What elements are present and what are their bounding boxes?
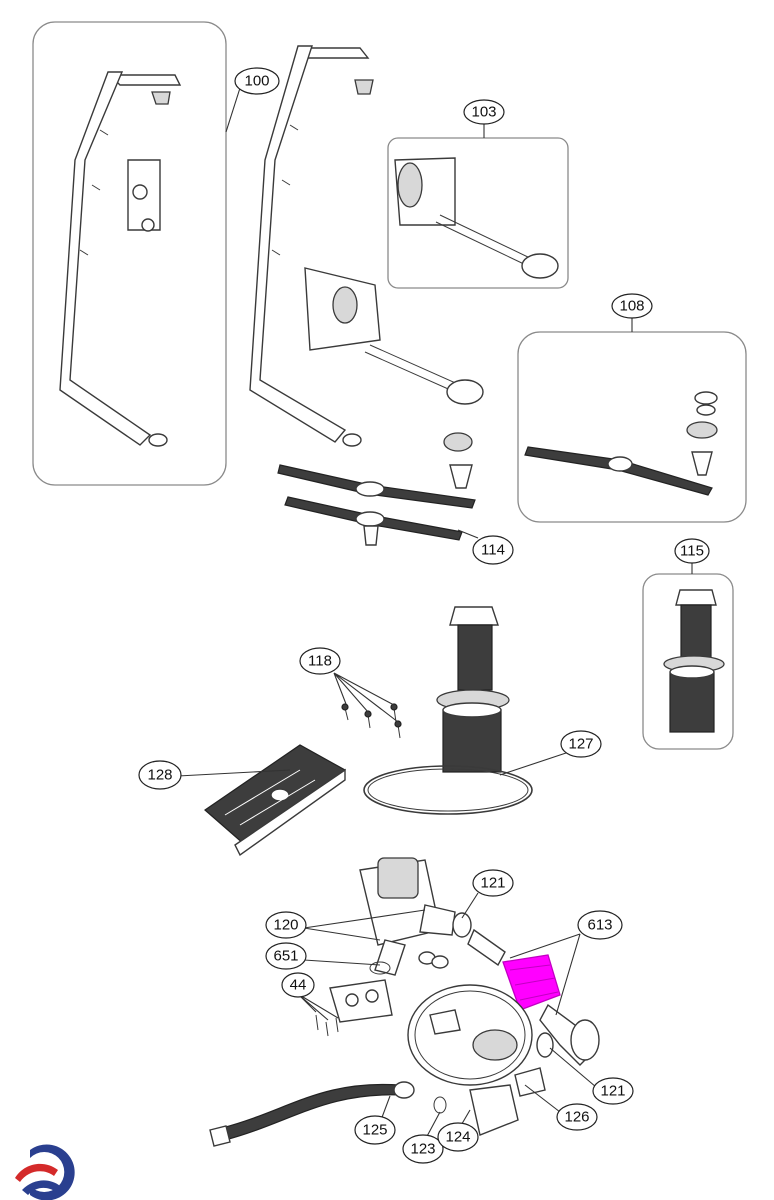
pump-hoses-and-seals [418, 912, 506, 969]
drain-elbow-hose [536, 1003, 600, 1066]
group-frame-103 [387, 137, 569, 289]
callout-613: 613 [577, 910, 623, 940]
callout-121-bottom: 121 [592, 1077, 634, 1105]
callout-123: 123 [402, 1134, 444, 1164]
main-filter-assembly [363, 606, 533, 815]
filter-kit-115 [663, 589, 725, 733]
upper-spray-pipe-assembly [59, 71, 182, 447]
circulation-pump-motor [359, 857, 456, 976]
group-frame-115 [642, 573, 734, 750]
callout-108-label: 108 [619, 298, 644, 315]
upper-manifold-hose [304, 267, 484, 489]
sump-assembly [407, 984, 546, 1097]
callout-120: 120 [265, 911, 307, 939]
callout-127: 127 [560, 730, 602, 758]
screws-118 [341, 703, 402, 739]
group-frame-100 [32, 21, 227, 486]
callout-613-label: 613 [587, 917, 612, 934]
callout-128: 128 [138, 760, 182, 790]
callout-100-label: 100 [244, 73, 269, 90]
callout-124: 124 [437, 1122, 479, 1152]
callout-115-label: 115 [680, 543, 704, 560]
middle-spray-pipe [249, 45, 374, 447]
callout-128-label: 128 [147, 767, 172, 784]
callout-125: 125 [354, 1115, 396, 1145]
diverter-unit [315, 979, 393, 1037]
manifold-kit-103 [394, 157, 559, 279]
callout-103-label: 103 [471, 104, 496, 121]
callout-123-label: 123 [410, 1141, 435, 1158]
upper-spray-arm-108 [524, 391, 718, 496]
callout-108: 108 [611, 293, 653, 319]
callout-114-label: 114 [481, 542, 505, 559]
callout-126-label: 126 [564, 1109, 589, 1126]
callout-127-label: 127 [568, 736, 593, 753]
callout-124-label: 124 [445, 1129, 470, 1146]
callout-126: 126 [556, 1103, 598, 1131]
drain-pump [433, 1084, 519, 1136]
filter-plate-128 [204, 744, 347, 857]
callout-125-label: 125 [362, 1122, 387, 1139]
callout-103: 103 [463, 99, 505, 125]
callout-44: 44 [281, 972, 315, 998]
callout-121-top-label: 121 [480, 875, 505, 892]
callout-114: 114 [472, 535, 514, 565]
callout-120-label: 120 [273, 917, 298, 934]
callout-121-bottom-label: 121 [600, 1083, 625, 1100]
callout-121-top: 121 [472, 869, 514, 897]
callout-651-label: 651 [273, 948, 298, 965]
callout-44-label: 44 [290, 977, 307, 994]
brand-logo-icon [15, 1144, 75, 1200]
lower-spray-arms [277, 464, 476, 546]
callout-118: 118 [299, 647, 341, 675]
callout-115: 115 [674, 538, 710, 564]
drain-hose-125 [209, 1081, 415, 1147]
callout-100: 100 [234, 67, 280, 95]
highlighted-part-613 [502, 954, 561, 1011]
callout-118-label: 118 [308, 653, 332, 670]
callout-651: 651 [265, 942, 307, 970]
